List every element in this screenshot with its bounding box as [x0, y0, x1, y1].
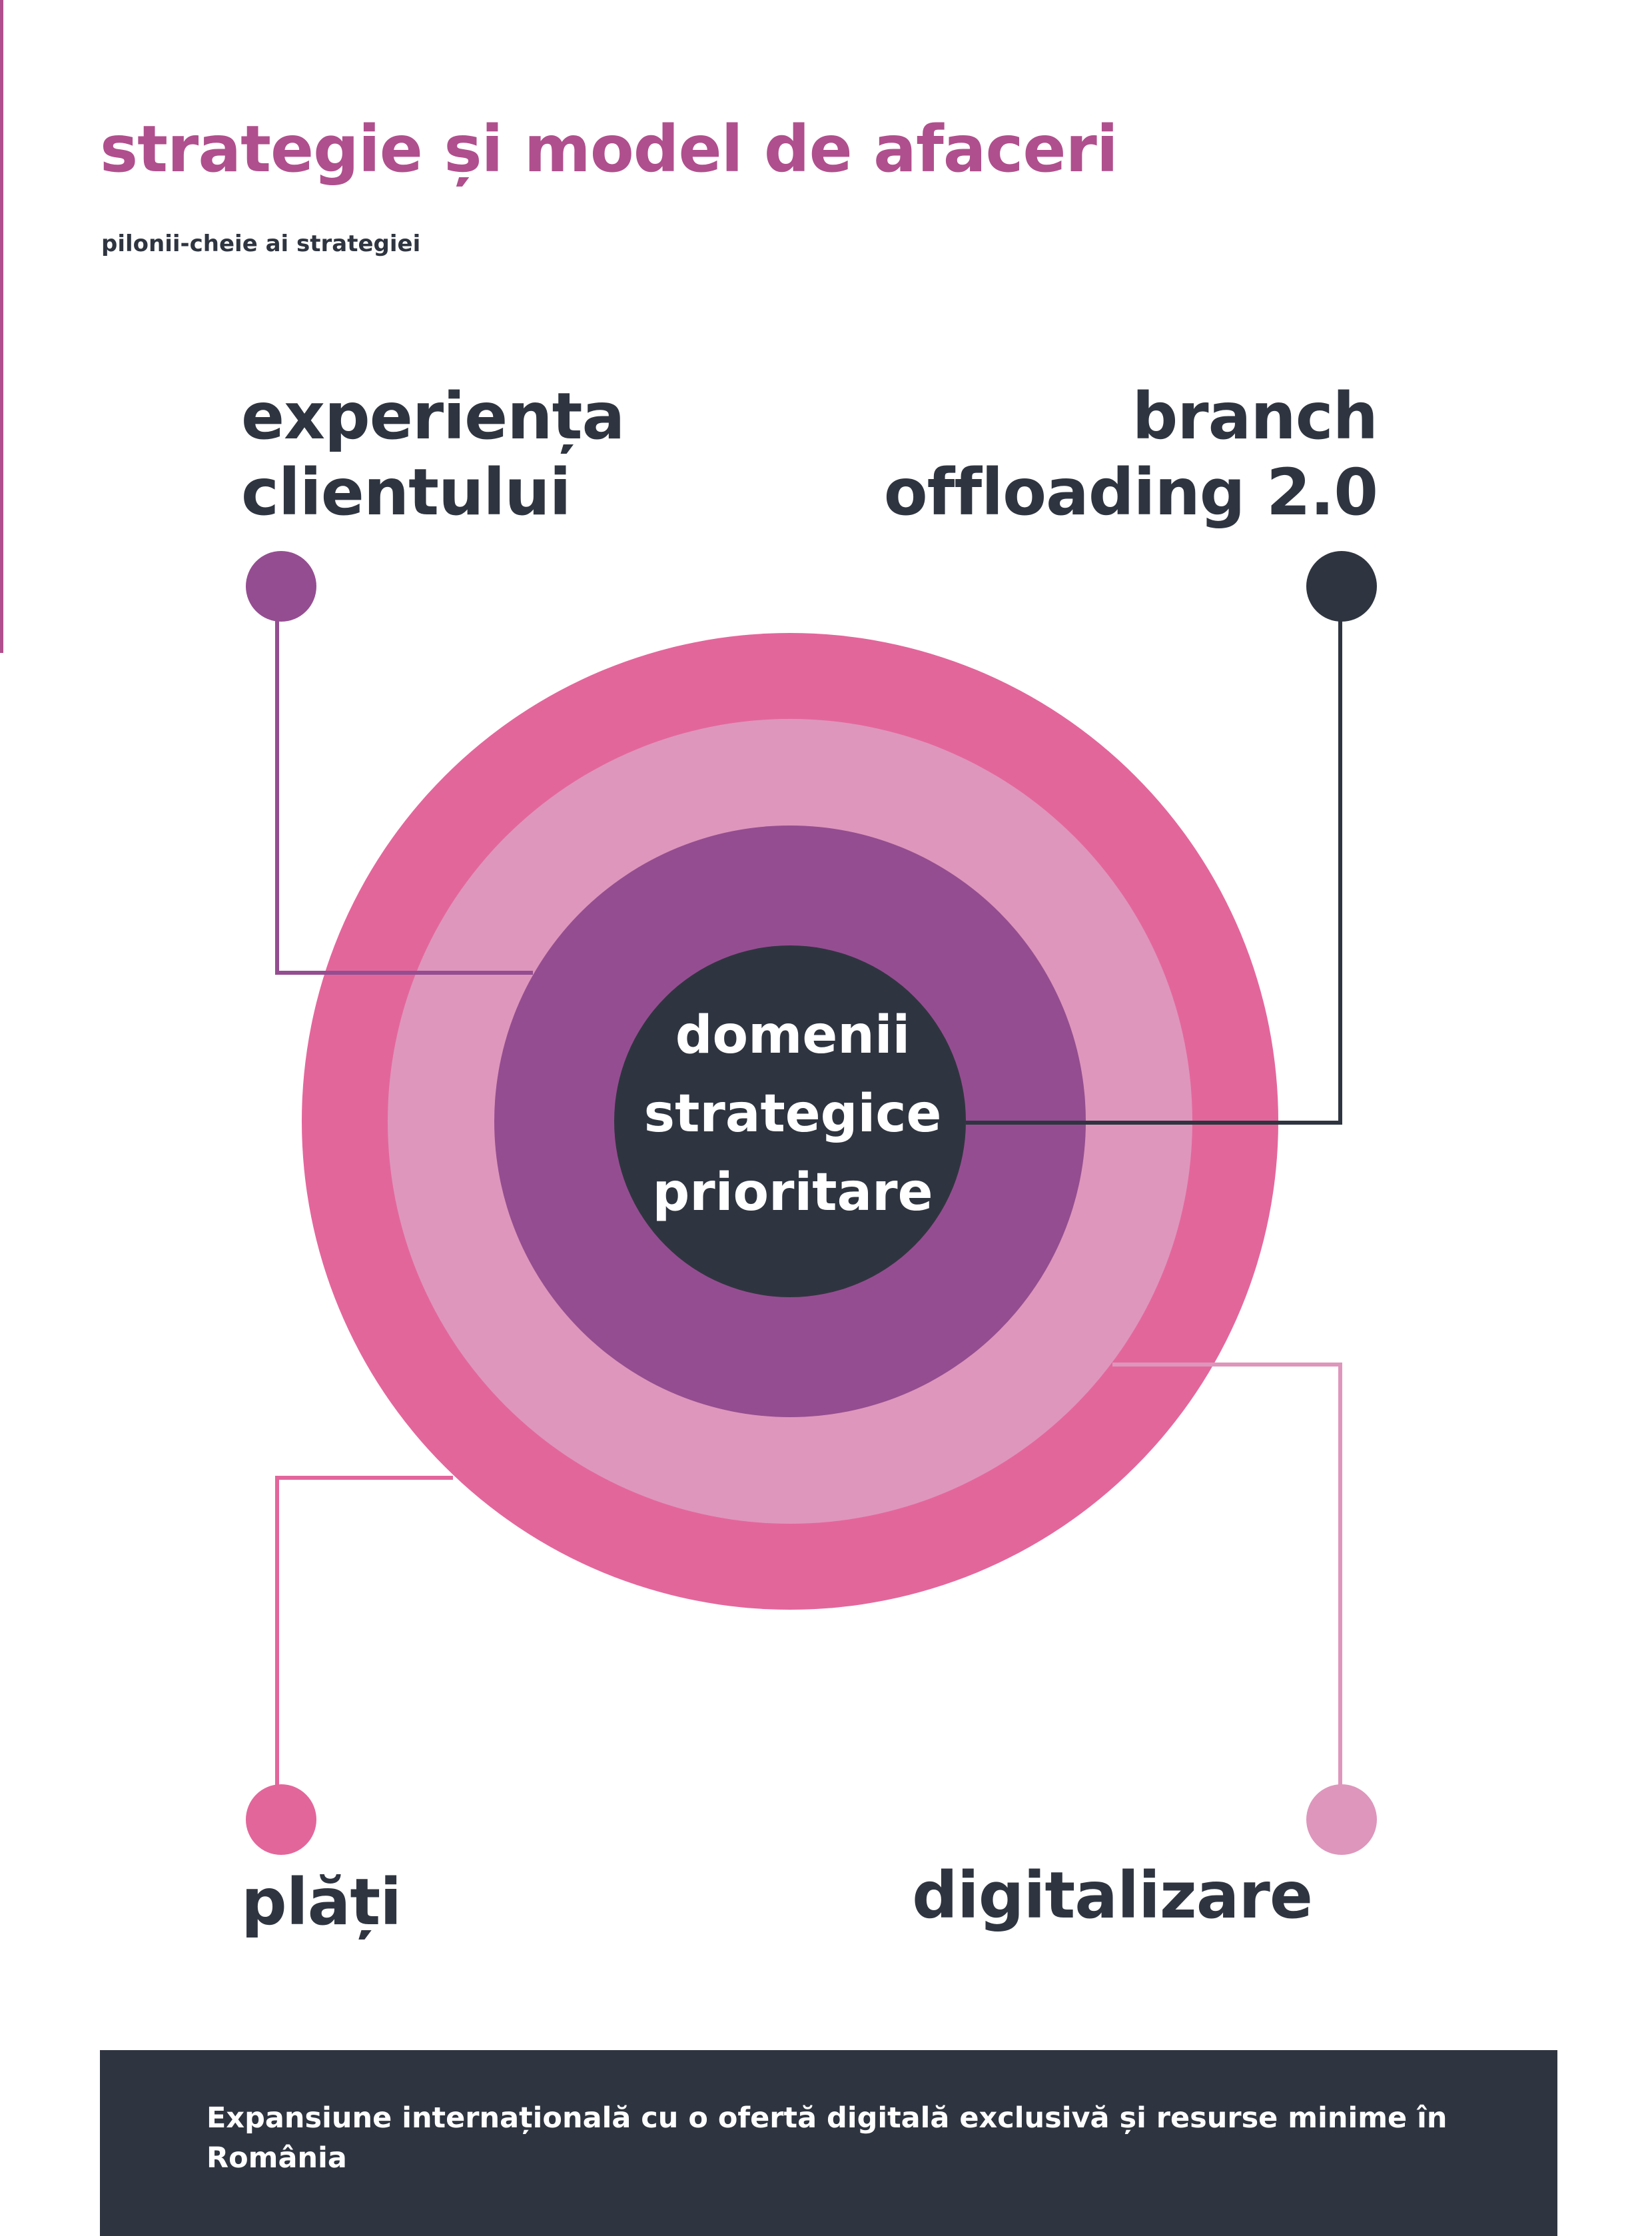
dot-bottom-right [1306, 1784, 1377, 1855]
connector-bottom-left [275, 1476, 453, 1816]
footer-text: Expansiune internațională cu o ofertă di… [206, 2101, 1447, 2175]
page-title: strategie și model de afaceri [100, 112, 1118, 187]
pillar-label-line: plăți [241, 1865, 402, 1940]
connector-top-right [966, 586, 1342, 1125]
pillar-label-line: branch [1132, 379, 1378, 454]
accent-bar [0, 0, 3, 653]
pillar-branch-offloading: branch offloading 2.0 [884, 378, 1378, 530]
dot-top-left [246, 551, 316, 622]
connector-bottom-right [1112, 1363, 1342, 1816]
page-subtitle: pilonii-cheie ai strategiei [101, 231, 421, 257]
dot-bottom-left [246, 1784, 316, 1855]
dot-top-right [1306, 551, 1377, 622]
center-label-line: strategice [643, 1084, 942, 1144]
center-label-line: prioritare [652, 1163, 933, 1223]
pillar-payments: plăți [241, 1864, 402, 1940]
pillar-label-line: experiența [241, 379, 625, 454]
footer-banner: Expansiune internațională cu o ofertă di… [100, 2050, 1557, 2236]
center-label: domenii strategice prioritare [600, 996, 986, 1232]
pillar-label-line: clientului [241, 455, 572, 530]
pillar-label-line: offloading 2.0 [883, 455, 1378, 530]
connector-top-left [275, 586, 533, 975]
pillar-label-line: digitalizare [912, 1858, 1313, 1933]
pillar-digitalization: digitalizare [912, 1858, 1313, 1934]
center-label-line: domenii [675, 1005, 911, 1065]
pillar-customer-experience: experiența clientului [241, 378, 625, 530]
center-circle [614, 945, 966, 1297]
